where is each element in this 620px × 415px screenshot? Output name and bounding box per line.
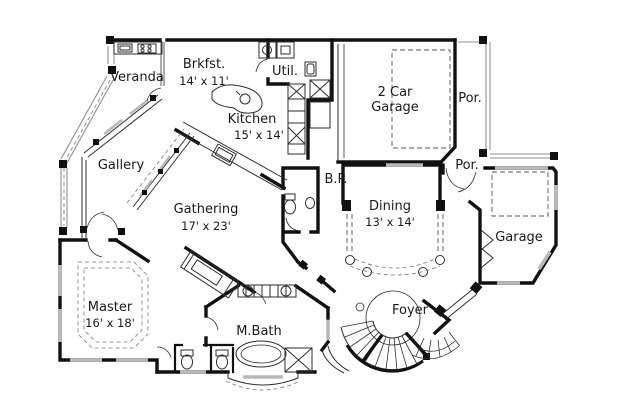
room-label-por-mid: Por. <box>455 158 479 173</box>
foyer-west-curve <box>321 345 350 374</box>
room-dims-brkfst: 14' x 11' <box>179 74 229 88</box>
window-segments <box>58 163 558 374</box>
room-dims-dining: 13' x 14' <box>365 215 415 229</box>
toilet-icons <box>180 349 229 370</box>
dining-bay-columns <box>342 200 445 277</box>
pantry-cabinets <box>287 79 331 155</box>
room-label-gathering: Gathering <box>174 202 239 217</box>
porch-vestibule-doors <box>445 167 477 193</box>
room-label-dining: Dining <box>369 199 411 214</box>
hall-door-arcs <box>156 316 219 358</box>
room-dims-gathering: 17' x 23' <box>181 219 231 233</box>
powder-room-fixtures <box>284 193 315 232</box>
fireplace-icon <box>179 250 240 299</box>
entry-steps <box>411 331 461 360</box>
gallery-window-wall <box>81 94 163 238</box>
room-label-mbath: M.Bath <box>236 324 282 339</box>
master-door-arc <box>87 240 103 258</box>
gathering-door-arc <box>253 291 267 305</box>
room-label-2car-line1: 2 Car <box>378 85 413 100</box>
washer-dryer-icon <box>258 41 295 59</box>
garage-parking-pad <box>391 49 451 149</box>
kitchen-top-counter <box>113 41 163 55</box>
room-label-veranda: Veranda <box>110 70 164 85</box>
spiral-staircase <box>340 290 430 373</box>
brkfst-door-arc <box>146 87 162 102</box>
garden-tub-icon <box>225 340 301 391</box>
room-label-2car-line2: Garage <box>371 100 419 115</box>
gathering-window-wall <box>80 128 195 235</box>
room-label-gallery: Gallery <box>98 158 145 173</box>
shower-icon <box>284 347 313 373</box>
master-tray-ceiling <box>77 261 149 349</box>
room-dims-master: 16' x 18' <box>85 316 135 330</box>
kitchen-diagonal-counter <box>177 121 288 191</box>
room-label-por-top: Por. <box>458 91 482 106</box>
side-garage-details <box>480 171 549 269</box>
veranda-porch-edges <box>60 46 115 228</box>
vanity-counter <box>237 284 297 298</box>
porch-columns <box>59 36 558 235</box>
kitchen-island <box>211 84 263 114</box>
brkfst-west-window <box>160 42 165 86</box>
util-sink-icon <box>304 61 317 77</box>
room-label-garage-side: Garage <box>495 230 543 245</box>
util-door-arc <box>255 58 269 73</box>
breezeway <box>433 281 483 321</box>
room-label-master: Master <box>88 300 133 315</box>
room-label-foyer: Foyer <box>392 303 429 318</box>
foyer-arch-posts <box>298 259 326 285</box>
room-label-kitchen: Kitchen <box>228 112 277 127</box>
room-dims-kitchen: 15' x 14' <box>234 128 284 142</box>
room-label-bp: B.P. <box>325 172 348 187</box>
room-label-util: Util. <box>272 64 298 79</box>
room-label-brkfst: Brkfst. <box>183 57 225 72</box>
